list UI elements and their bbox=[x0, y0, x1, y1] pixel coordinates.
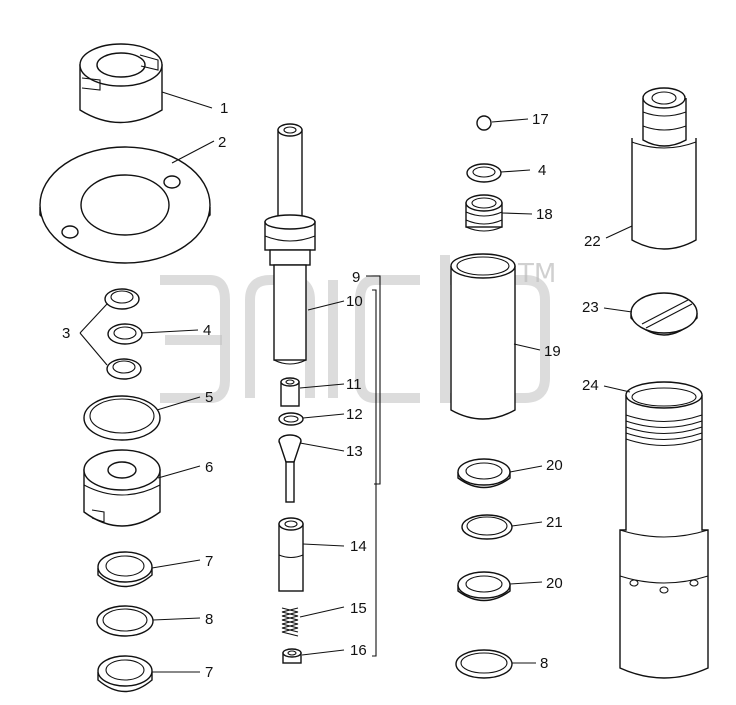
part-1-slotted-nut bbox=[79, 43, 163, 124]
leader-line-6 bbox=[157, 465, 201, 479]
part-16-spring-seat bbox=[282, 648, 302, 664]
label-part-4a: 4 bbox=[203, 322, 211, 339]
bracket-part-9-inner bbox=[372, 289, 377, 657]
part-7-washer-upper bbox=[97, 551, 153, 588]
leader-line-12 bbox=[302, 413, 345, 419]
leader-line-13 bbox=[299, 442, 345, 452]
leader-line-3a bbox=[79, 303, 108, 334]
label-part-8b: 8 bbox=[540, 655, 548, 672]
leader-line-10 bbox=[307, 300, 345, 311]
label-part-8a: 8 bbox=[205, 611, 213, 628]
leader-line-21 bbox=[511, 521, 543, 527]
label-part-3: 3 bbox=[62, 325, 70, 342]
label-part-1: 1 bbox=[220, 100, 228, 117]
part-24-threaded-housing bbox=[619, 381, 709, 679]
label-part-20b: 20 bbox=[546, 575, 563, 592]
label-part-12: 12 bbox=[346, 406, 363, 423]
label-part-21: 21 bbox=[546, 514, 563, 531]
leader-line-11 bbox=[299, 383, 345, 389]
part-8-o-ring-left bbox=[96, 605, 154, 637]
part-6-slotted-block bbox=[83, 449, 161, 527]
label-part-19: 19 bbox=[544, 343, 561, 360]
part-12-small-washer bbox=[278, 412, 304, 426]
label-part-17: 17 bbox=[532, 111, 549, 128]
part-13-poppet bbox=[278, 434, 302, 503]
label-part-13: 13 bbox=[346, 443, 363, 460]
leader-line-14 bbox=[302, 543, 345, 547]
bracket-part-9 bbox=[366, 275, 381, 485]
part-2-flange bbox=[39, 146, 211, 264]
leader-line-4b bbox=[500, 169, 531, 173]
part-20-seal-ring-lower bbox=[457, 571, 511, 602]
label-part-11: 11 bbox=[346, 376, 362, 393]
part-15-spring bbox=[281, 607, 299, 637]
leader-line-7a bbox=[151, 559, 201, 569]
label-part-24: 24 bbox=[582, 377, 599, 394]
part-22-threaded-cylinder bbox=[631, 87, 697, 250]
part-20-seal-ring-upper bbox=[457, 458, 511, 489]
part-23-slotted-disk bbox=[630, 292, 698, 336]
leader-line-8a bbox=[152, 617, 201, 621]
leader-line-1 bbox=[161, 91, 213, 109]
leader-line-5 bbox=[156, 396, 201, 411]
leader-line-4a bbox=[141, 329, 199, 334]
leader-line-19 bbox=[513, 343, 541, 351]
leader-line-17 bbox=[491, 118, 529, 123]
part-18-seal-sleeve bbox=[465, 194, 503, 232]
label-part-4b: 4 bbox=[538, 162, 546, 179]
part-11-sleeve bbox=[280, 377, 300, 407]
part-19-tube bbox=[450, 253, 516, 420]
part-4-o-ring-right bbox=[466, 163, 502, 183]
part-14-piston bbox=[278, 517, 304, 592]
part-8-o-ring-right bbox=[455, 649, 513, 679]
leader-line-23 bbox=[603, 307, 633, 313]
label-part-18: 18 bbox=[536, 206, 553, 223]
label-part-20a: 20 bbox=[546, 457, 563, 474]
leader-line-20a bbox=[509, 465, 543, 473]
label-part-2: 2 bbox=[218, 134, 226, 151]
trademark-mark: TM bbox=[517, 259, 556, 289]
label-part-10: 10 bbox=[346, 293, 363, 310]
label-part-16: 16 bbox=[350, 642, 367, 659]
part-21-o-ring bbox=[461, 514, 513, 540]
label-part-22: 22 bbox=[584, 233, 601, 250]
label-part-14: 14 bbox=[350, 538, 367, 555]
label-part-5: 5 bbox=[205, 389, 213, 406]
leader-line-22 bbox=[605, 225, 633, 239]
label-part-7b: 7 bbox=[205, 664, 213, 681]
leader-line-24 bbox=[603, 385, 631, 393]
label-part-23: 23 bbox=[582, 299, 599, 316]
part-17-ball bbox=[476, 115, 492, 131]
label-part-9: 9 bbox=[352, 269, 360, 286]
leader-line-20b bbox=[509, 581, 543, 585]
leader-line-16 bbox=[301, 649, 345, 656]
label-part-15: 15 bbox=[350, 600, 367, 617]
part-7-washer-lower bbox=[97, 655, 153, 693]
leader-line-18 bbox=[501, 212, 533, 215]
part-5-large-o-ring bbox=[83, 395, 161, 441]
leader-line-15 bbox=[299, 606, 345, 618]
label-part-6: 6 bbox=[205, 459, 213, 476]
label-part-7a: 7 bbox=[205, 553, 213, 570]
leader-line-3b bbox=[79, 332, 108, 366]
leader-line-2 bbox=[171, 140, 215, 164]
part-10-valve-stem bbox=[264, 123, 316, 365]
part-3-o-rings bbox=[104, 288, 143, 380]
